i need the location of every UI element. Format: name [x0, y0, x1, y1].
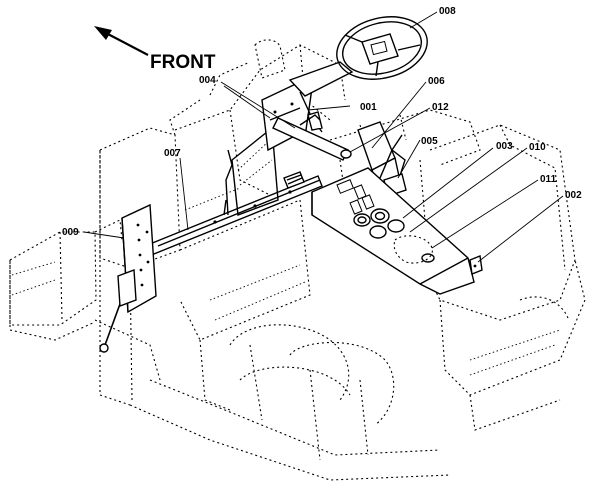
callout-001: 001 [360, 102, 377, 113]
steering-shaft [272, 114, 352, 161]
dash-side-panel [231, 126, 279, 216]
callout-005: 005 [421, 136, 438, 147]
pedal-block [283, 171, 305, 189]
front-label: FRONT [150, 52, 216, 73]
control-lever-rod [99, 269, 137, 353]
callout-010: 010 [529, 142, 546, 153]
callout-002: 002 [565, 190, 582, 201]
callout-006: 006 [428, 76, 445, 87]
callout-011: 011 [540, 174, 557, 185]
linkage-bar [139, 175, 323, 259]
front-direction-arrow [94, 26, 149, 56]
callout-012: 012 [432, 102, 449, 113]
callout-003: 003 [496, 141, 513, 152]
callout-004: 004 [199, 75, 216, 86]
callout-008: 008 [439, 6, 456, 17]
callout-009: 009 [62, 227, 79, 238]
throttle-cable [223, 149, 233, 216]
callout-007: 007 [164, 148, 181, 159]
steering-wheel [336, 16, 428, 80]
console-panel [311, 167, 483, 295]
leader-lines [83, 11, 564, 263]
